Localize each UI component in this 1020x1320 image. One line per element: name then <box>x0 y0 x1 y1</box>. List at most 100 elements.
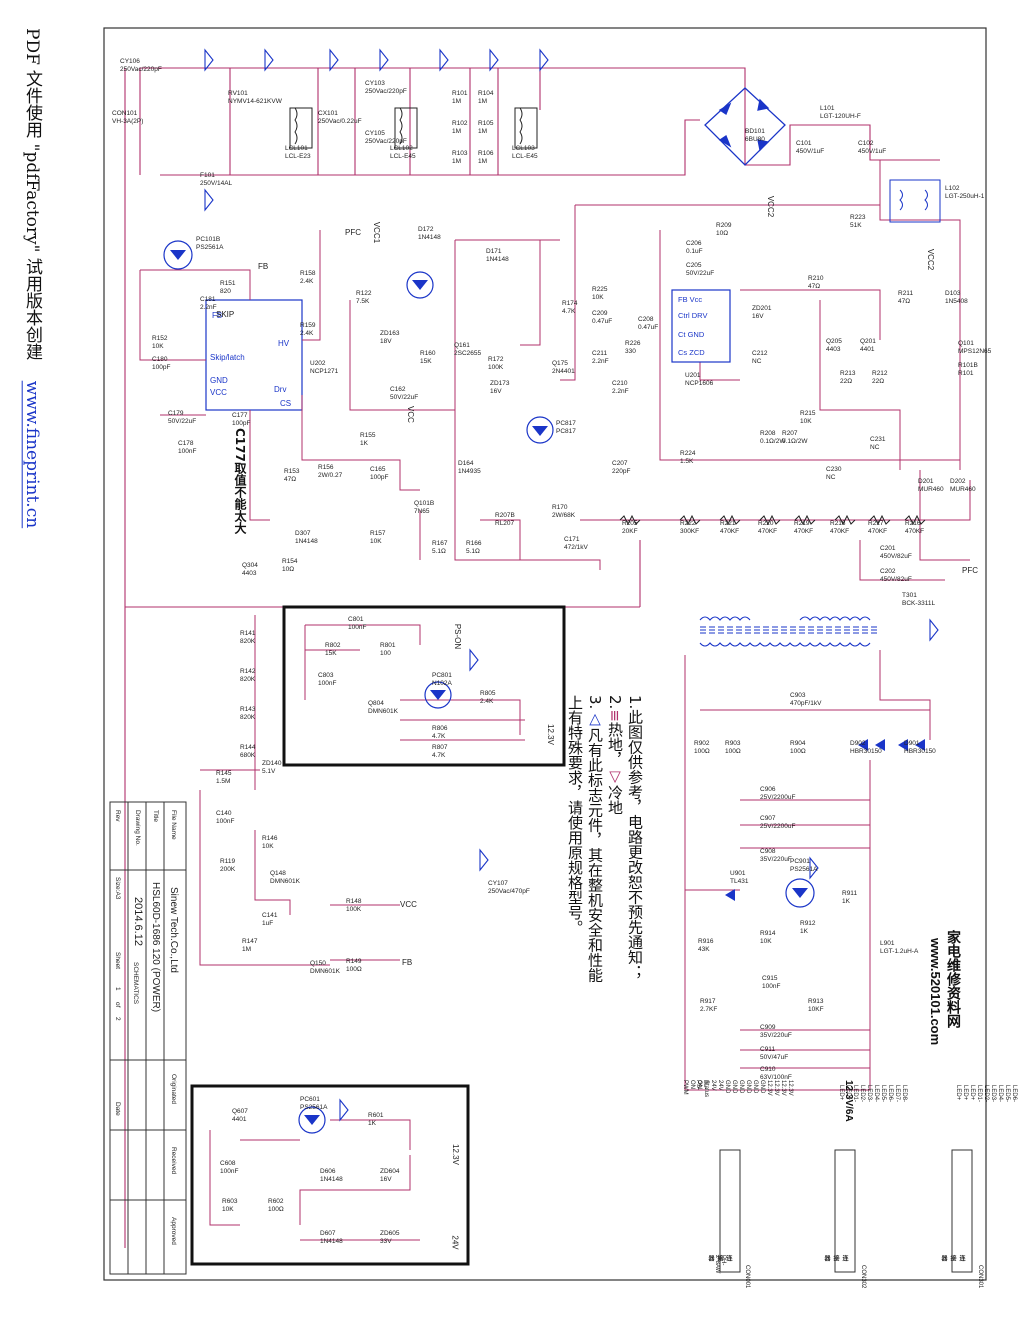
component-ref: CX101 <box>318 110 338 117</box>
connector-pin-label: GND <box>738 1080 744 1094</box>
component-ref: R156 <box>318 464 334 471</box>
component-value: 100Ω <box>268 1205 284 1213</box>
component-value: LCL-E45 <box>512 152 538 160</box>
output-rating-label: 12.3V/6A <box>843 1080 854 1122</box>
component-ref: D171 <box>486 248 502 255</box>
component-ref: R215 <box>800 410 816 417</box>
component-value: 2SC2655 <box>454 349 482 357</box>
component-value: 0.1Ω/2W <box>782 437 808 445</box>
component-ref: C910 <box>760 1066 776 1073</box>
component-ref: Q201 <box>860 338 876 345</box>
component-ref: D606 <box>320 1168 336 1175</box>
net-label-pfc: PFC <box>345 228 361 237</box>
connector-pin-label: BL-ON <box>696 1080 708 1090</box>
component-value: 1M <box>478 127 488 135</box>
component-ref: C206 <box>686 240 702 247</box>
component-value: 1.5M <box>216 777 231 785</box>
connector-pin-label: LED5- <box>880 1085 886 1103</box>
component-ref: LCL103 <box>512 145 535 152</box>
component-ref: D901 <box>904 740 920 747</box>
resistor-ladder <box>619 514 926 526</box>
component-ref: C178 <box>178 440 194 447</box>
component-value: N102A <box>432 679 452 687</box>
net-label-24v-sense: 24V <box>450 1235 460 1250</box>
component-ref: ZD173 <box>490 380 510 387</box>
component-ref: R207B <box>495 512 515 519</box>
component-value: 820 <box>220 287 231 295</box>
component-ref: R801 <box>380 642 396 649</box>
component-value: MUR460 <box>918 485 944 493</box>
connector-pin-label: GND <box>724 1080 730 1094</box>
connector-pin-label: GND <box>731 1080 737 1094</box>
component-value: 1.5K <box>680 457 694 465</box>
tb-sheet-label: Sheet <box>114 952 121 969</box>
component-ref: CY103 <box>365 80 385 87</box>
component-value: 100nF <box>348 623 367 631</box>
component-ref: C608 <box>220 1160 236 1167</box>
component-ref: R209 <box>716 222 732 229</box>
component-value: 1M <box>452 127 462 135</box>
c177-warning: C177取值不能太大 <box>233 428 247 534</box>
component-ref: R105 <box>478 120 494 127</box>
component-ref: R122 <box>356 290 372 297</box>
connector-caption: 连接器 <box>707 1255 731 1261</box>
component-value: HBR30150 <box>850 747 882 755</box>
component-ref: R806 <box>432 725 448 732</box>
component-value: 1K <box>360 439 368 447</box>
component-value: 470pF/1kV <box>790 699 822 707</box>
component-ref: R602 <box>268 1198 284 1205</box>
component-value: 47Ω <box>898 297 911 305</box>
watermark-link[interactable]: www.fineprint.cn <box>22 380 42 529</box>
component-ref: L102 <box>945 185 960 192</box>
connector-pin-label: LED3- <box>866 1085 872 1103</box>
component-value: 51K <box>850 221 862 229</box>
tb-drawing-no: 2014.6.12 <box>132 897 144 946</box>
component-value: 5.1V <box>262 767 276 775</box>
component-ref: Q607 <box>232 1108 248 1115</box>
component-value: 1K <box>368 1119 376 1127</box>
component-value: 1M <box>452 157 462 165</box>
component-value: LCL-E23 <box>285 152 311 160</box>
component-value: 25V/2200uF <box>760 793 796 801</box>
component-value: 1M <box>452 97 462 105</box>
component-ref: R146 <box>262 835 278 842</box>
component-ref: R142 <box>240 668 256 675</box>
connector-frames <box>719 1149 973 1273</box>
component-ref: PC601 <box>300 1096 320 1103</box>
component-ref: C207 <box>612 460 628 467</box>
optocoupler-pc901 <box>785 878 815 908</box>
component-ref: Q175 <box>552 360 568 367</box>
component-value: 4403 <box>242 569 257 577</box>
component-value: 10K <box>800 417 812 425</box>
net-label-fb: FB <box>258 262 269 271</box>
net-label-vcc: VCC <box>405 406 415 423</box>
component-value: 300KF <box>680 527 700 535</box>
